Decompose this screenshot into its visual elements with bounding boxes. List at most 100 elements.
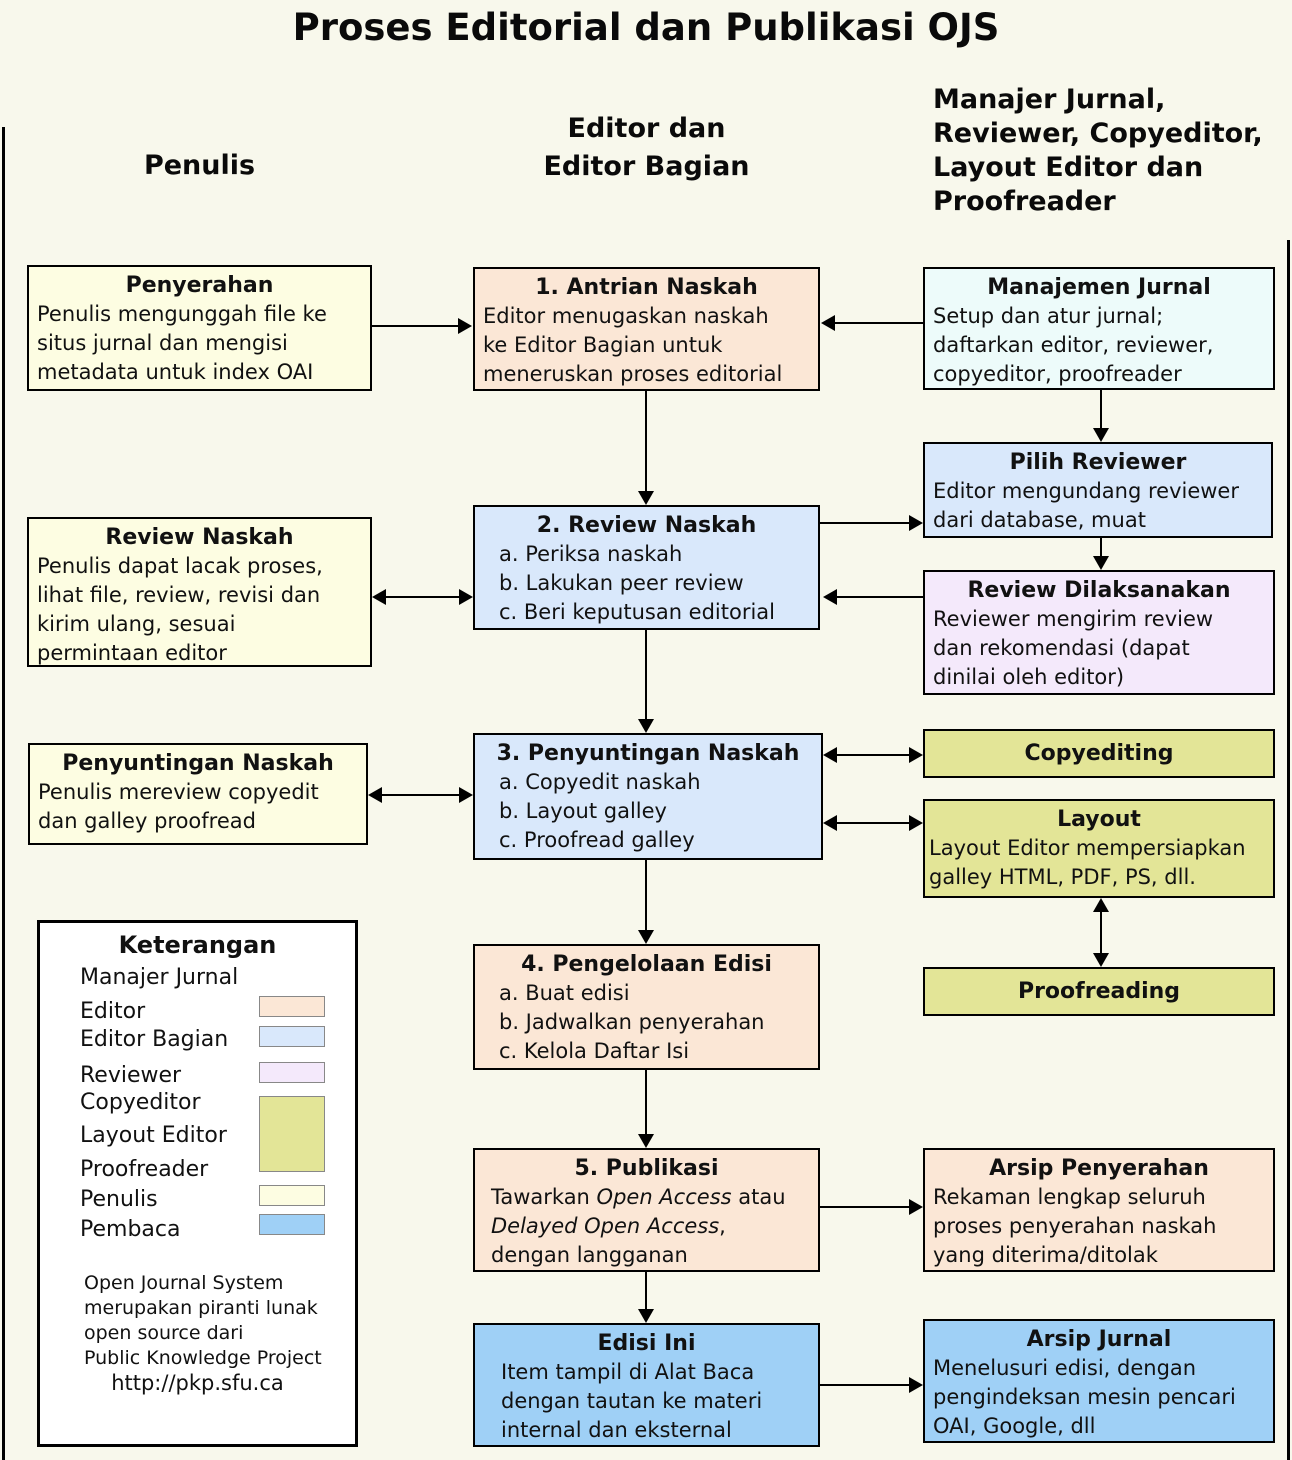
arrowhead-down-icon (638, 491, 654, 505)
page-title: Proses Editorial dan Publikasi OJS (292, 6, 1000, 49)
arrowhead-right-icon (909, 1199, 923, 1215)
connector-layout-proofreading-bidir (1100, 912, 1102, 953)
connector-penyuntingan-layout-bidir (837, 822, 909, 824)
box-body: Setup dan atur jurnal;daftarkan editor, … (933, 304, 1214, 386)
frame-left-border (2, 127, 5, 1460)
legend-swatch-reviewer (259, 1062, 325, 1083)
legend-label-pembaca: Pembaca (80, 1217, 181, 1242)
legend-swatch-editor (259, 996, 325, 1017)
box-title: Arsip Penyerahan (989, 1156, 1209, 1181)
connector-review-to-penyuntingan (645, 630, 647, 720)
box-proofreading: Proofreading (923, 967, 1275, 1016)
arrowhead-left-icon (823, 747, 837, 763)
legend-swatch-penulis (259, 1185, 325, 1206)
legend-url: http://pkp.sfu.ca (111, 1371, 284, 1395)
connector-penyerahan-to-antrian (372, 325, 458, 327)
arrowhead-down-icon (638, 719, 654, 733)
arrowhead-right-icon (909, 747, 923, 763)
arrowhead-left-icon (823, 815, 837, 831)
legend-title: Keterangan (118, 931, 277, 959)
box-arsip-penyerahan: Arsip Penyerahan Rekaman lengkap seluruh… (923, 1148, 1275, 1272)
legend-box: Keterangan Manajer Jurnal Editor Editor … (37, 920, 358, 1447)
box-title: 2. Review Naskah (536, 513, 757, 538)
arrowhead-down-icon (638, 930, 654, 944)
body-text-italic: Open Access (596, 1185, 732, 1209)
box-manajemen-jurnal: Manajemen Jurnal Setup dan atur jurnal;d… (923, 267, 1275, 390)
box-antrian-naskah: 1. Antrian Naskah Editor menugaskan nask… (473, 267, 820, 391)
arrowhead-down-icon (638, 1309, 654, 1323)
box-copyediting: Copyediting (923, 729, 1275, 778)
legend-label-penulis: Penulis (80, 1187, 158, 1212)
connector-penyuntingan-to-pengelolaan (645, 860, 647, 930)
connector-dilaksanakan-to-review (837, 596, 923, 598)
box-pilih-reviewer: Pilih Reviewer Editor mengundang reviewe… (923, 442, 1273, 538)
box-title: Pilih Reviewer (1009, 450, 1187, 475)
box-title: Layout (1057, 807, 1141, 832)
legend-label-manajer-jurnal: Manajer Jurnal (80, 965, 239, 990)
arrowhead-up-icon (1093, 898, 1109, 912)
arrowhead-right-icon (458, 318, 472, 334)
box-body: Tawarkan Open Access atau Delayed Open A… (475, 1183, 818, 1270)
connector-pilih-to-dilaksanakan (1100, 538, 1102, 556)
legend-swatch-editor-bagian (259, 1026, 325, 1047)
legend-label-layout-editor: Layout Editor (80, 1123, 227, 1148)
box-publikasi: 5. Publikasi Tawarkan Open Access atau D… (473, 1148, 820, 1272)
arrowhead-right-icon (909, 815, 923, 831)
body-text: dengan langganan (491, 1243, 688, 1267)
legend-swatch-pembaca (259, 1214, 325, 1235)
box-penyuntingan-naskah: 3. Penyuntingan Naskah a. Copyedit naska… (473, 733, 823, 860)
legend-label-reviewer: Reviewer (80, 1063, 182, 1088)
box-title: Copyediting (1024, 741, 1174, 766)
box-title: Edisi Ini (597, 1331, 696, 1356)
box-title: Manajemen Jurnal (987, 275, 1211, 300)
arrowhead-left-icon (372, 589, 386, 605)
connector-antrian-to-review (645, 391, 647, 491)
body-text: , (719, 1214, 726, 1238)
column-header-manajer: Manajer Jurnal,Reviewer, Copyeditor,Layo… (933, 84, 1263, 217)
box-penyuntingan-naskah-penulis: Penyuntingan Naskah Penulis mereview cop… (28, 743, 368, 845)
box-body: Penulis dapat lacak proses,lihat file, r… (37, 554, 323, 665)
column-header-penulis: Penulis (143, 150, 256, 181)
connector-publikasi-to-edisi (645, 1272, 647, 1309)
box-title: 1. Antrian Naskah (535, 275, 758, 300)
arrowhead-down-icon (638, 1134, 654, 1148)
arrowhead-left-icon (823, 589, 837, 605)
body-text: atau (731, 1185, 786, 1209)
connector-manajemen-to-antrian (835, 322, 923, 324)
arrowhead-down-icon (1093, 953, 1109, 967)
connector-edisi-to-arsip-jurnal (820, 1384, 909, 1386)
connector-pengelolaan-to-publikasi (645, 1070, 647, 1134)
box-title: Review Naskah (105, 525, 294, 550)
box-title: 3. Penyuntingan Naskah (496, 741, 800, 766)
box-title: 4. Pengelolaan Edisi (521, 952, 772, 977)
body-text: Tawarkan (491, 1185, 597, 1209)
box-review-dilaksanakan: Review Dilaksanakan Reviewer mengirim re… (923, 570, 1275, 695)
box-title: Penyuntingan Naskah (62, 751, 334, 776)
box-title: Review Dilaksanakan (967, 578, 1231, 603)
box-title: Proofreading (1017, 979, 1181, 1004)
arrowhead-down-icon (1093, 556, 1109, 570)
connector-penyuntinganleft-penyuntingan-bidir (382, 794, 459, 796)
box-title: Arsip Jurnal (1026, 1327, 1172, 1352)
connector-penyuntingan-copyediting-bidir (837, 754, 909, 756)
arrowhead-right-icon (909, 515, 923, 531)
arrowhead-right-icon (459, 589, 473, 605)
arrowhead-left-icon (821, 315, 835, 331)
